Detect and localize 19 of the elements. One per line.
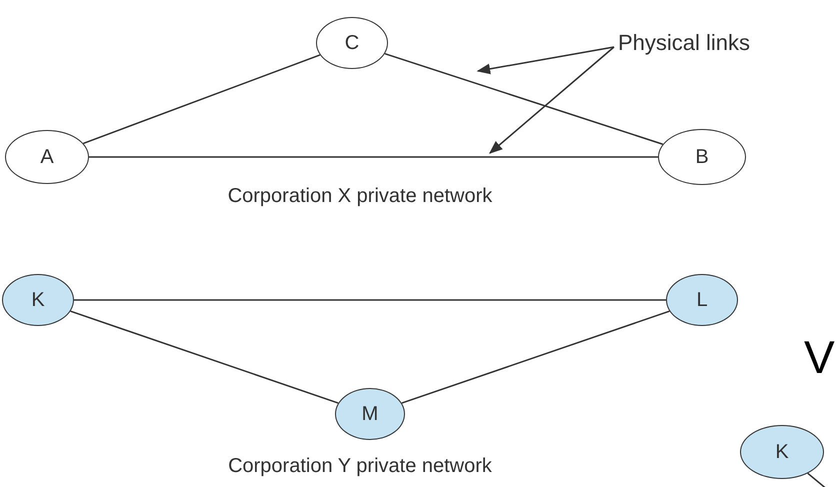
link-line bbox=[70, 310, 338, 404]
network-node-circle: K bbox=[740, 425, 824, 479]
network-node-circle: M bbox=[335, 388, 405, 440]
network-caption: Corporation Y private network bbox=[227, 455, 493, 478]
callout-text: Physical links bbox=[618, 30, 750, 56]
network-node-circle: C bbox=[316, 17, 388, 69]
network-node-circle: B bbox=[658, 129, 746, 185]
link-line bbox=[74, 299, 666, 301]
link-line bbox=[83, 54, 320, 144]
link-line bbox=[89, 156, 658, 158]
leader-arrow bbox=[476, 46, 614, 74]
link-line bbox=[384, 52, 664, 145]
network-node-circle: A bbox=[5, 130, 89, 184]
cut-off-letter: V bbox=[804, 330, 835, 384]
network-caption: Corporation X private network bbox=[226, 185, 494, 208]
network-node-circle: L bbox=[666, 274, 738, 326]
leader-arrow bbox=[488, 46, 614, 154]
link-line bbox=[402, 310, 670, 404]
network-node-circle: K bbox=[2, 274, 74, 326]
